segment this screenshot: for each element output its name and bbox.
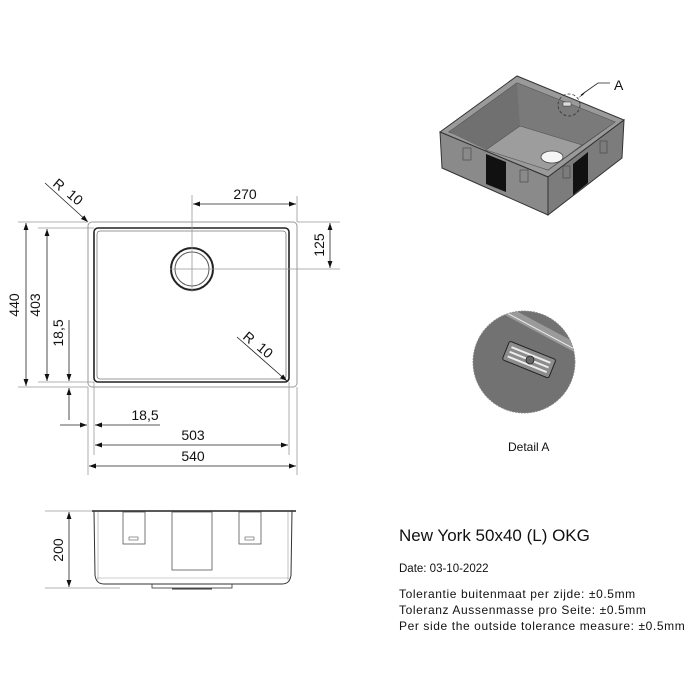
bowl-outline xyxy=(93,227,290,383)
isometric-view: A xyxy=(438,75,626,217)
dim-540: 540 xyxy=(181,448,205,464)
dim-270: 270 xyxy=(233,186,257,202)
product-title: New York 50x40 (L) OKG xyxy=(399,526,590,545)
dim-503: 503 xyxy=(181,427,205,443)
dim-r-inner-value: 10 xyxy=(254,339,276,361)
dim-200: 200 xyxy=(50,538,66,562)
dim-18-5-vertical: 18,5 xyxy=(50,319,66,346)
tolerance-dutch: Tolerantie buitenmaat per zijde: ±0.5mm xyxy=(399,587,636,601)
dim-403: 403 xyxy=(27,293,43,317)
drawing-date: Date: 03-10-2022 xyxy=(399,563,489,575)
dim-18-5-horizontal: 18,5 xyxy=(131,407,158,423)
side-view: 200 xyxy=(45,510,296,590)
detail-a-caption: Detail A xyxy=(508,440,550,454)
callout-a-label: A xyxy=(614,77,624,93)
outer-flange-outline xyxy=(87,221,298,388)
side-panel xyxy=(171,511,213,571)
dim-125: 125 xyxy=(311,233,327,257)
mounting-bracket-right xyxy=(238,511,262,545)
dim-r-inner-letter: R xyxy=(240,328,258,347)
tolerance-english: Per side the outside tolerance measure: … xyxy=(399,619,686,633)
mounting-bracket-left xyxy=(122,511,146,545)
dim-440: 440 xyxy=(6,293,22,317)
tolerance-german: Toleranz Aussenmasse pro Seite: ±0.5mm xyxy=(399,603,647,617)
drain-bottom xyxy=(151,583,233,589)
top-view: 270 125 R 10 R 10 440 403 18,5 xyxy=(6,175,340,475)
dim-r-outer-value: 10 xyxy=(64,186,86,208)
dim-r-outer-letter: R xyxy=(50,175,68,194)
detail-a-view xyxy=(472,310,576,414)
